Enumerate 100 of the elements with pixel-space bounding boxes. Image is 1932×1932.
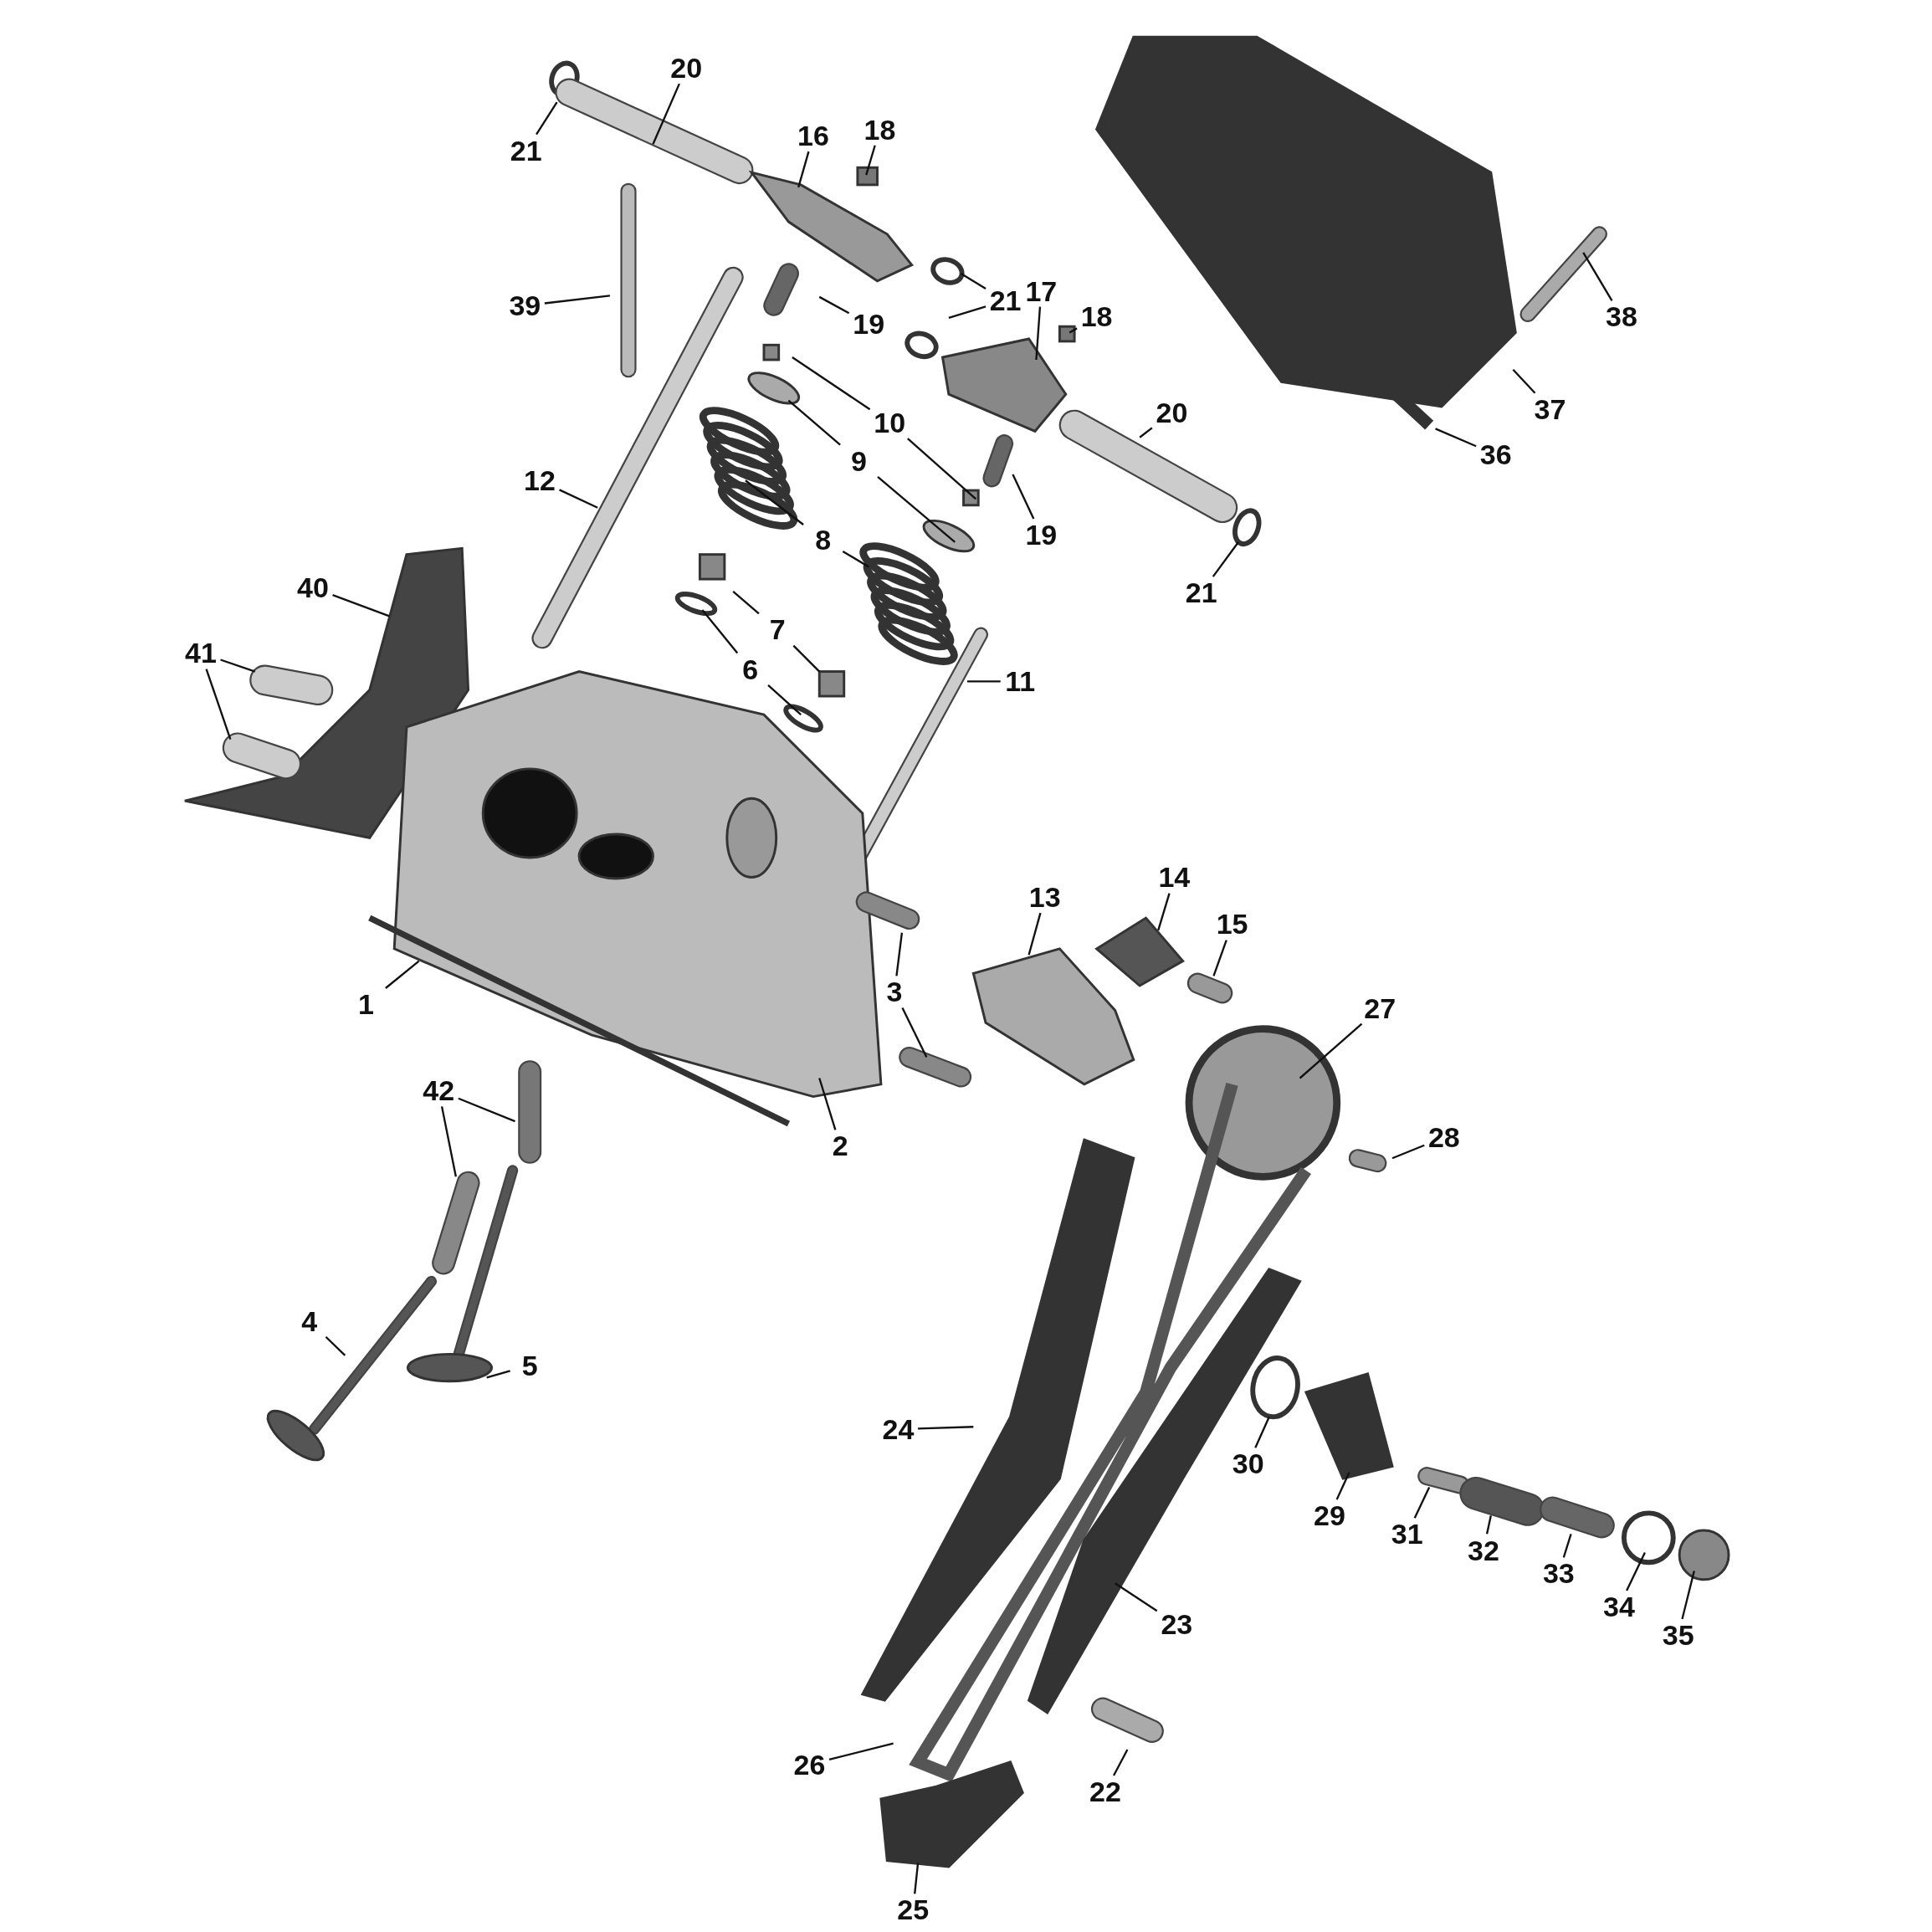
leader-line (767, 684, 802, 715)
leader-line (1512, 368, 1536, 394)
callout-number: 28 (1427, 1123, 1460, 1152)
callout-number: 4 (301, 1306, 318, 1335)
callout-number: 6 (742, 654, 759, 684)
leader-line (1035, 306, 1042, 361)
callout-number: 18 (1080, 302, 1113, 331)
callout-number: 2 (832, 1131, 848, 1161)
callout-number: 29 (1314, 1501, 1345, 1530)
leader-line (1582, 252, 1613, 301)
callout-number: 13 (1028, 883, 1061, 912)
leader-line (842, 551, 869, 568)
leader-line (1562, 1534, 1572, 1558)
leader-line (828, 1742, 894, 1760)
callout-number: 5 (521, 1350, 538, 1380)
callout-number: 1 (357, 990, 374, 1019)
leader-line (1254, 1417, 1270, 1448)
callout-number: 39 (509, 291, 541, 320)
callout-number: 40 (297, 573, 329, 602)
leader-line (652, 83, 680, 145)
leader-line (907, 438, 977, 500)
callout-number: 9 (850, 446, 867, 475)
callout-number: 23 (1161, 1609, 1193, 1638)
leader-line (701, 609, 739, 654)
leader-line (792, 644, 821, 673)
leader-line (818, 1078, 837, 1130)
callout-number: 42 (423, 1076, 455, 1105)
callout-number: 22 (1089, 1777, 1121, 1806)
leader-line (792, 356, 871, 411)
leader-line (1413, 1486, 1431, 1519)
leader-line (458, 1097, 515, 1123)
callout-number: 37 (1534, 394, 1566, 423)
callout-number: 17 (1025, 276, 1058, 305)
leader-line (1212, 940, 1227, 976)
leader-line (440, 1106, 457, 1177)
callout-number: 19 (1025, 520, 1058, 550)
callout-number: 18 (864, 115, 896, 144)
callout-number: 34 (1603, 1592, 1635, 1622)
leader-line (901, 1007, 928, 1058)
leader-line (1335, 1472, 1350, 1500)
leader-line (1435, 428, 1477, 448)
callout-number: 30 (1232, 1449, 1264, 1478)
callout-number: 38 (1606, 302, 1637, 331)
leader-line (536, 101, 558, 136)
callout-number: 14 (1158, 863, 1191, 892)
leader-line (877, 476, 956, 543)
leader-line (1157, 893, 1171, 931)
callout-number: 21 (510, 136, 542, 165)
callout-number: 19 (853, 310, 885, 339)
leader-line (325, 1335, 346, 1356)
leader-line (1139, 427, 1153, 438)
leader-line (961, 272, 986, 290)
leader-line (1391, 1144, 1425, 1160)
leader-line (1115, 1582, 1158, 1612)
leader-line (732, 590, 760, 615)
leader-line (385, 960, 420, 989)
leader-line (486, 1370, 510, 1379)
callout-number: 12 (524, 466, 556, 495)
callout-number: 15 (1216, 910, 1248, 939)
callout-number: 20 (670, 54, 703, 82)
leader-line (559, 489, 598, 509)
callout-number: 3 (886, 977, 903, 1007)
callout-number: 25 (897, 1895, 930, 1924)
callout-number: 20 (1156, 398, 1188, 428)
leader-line (544, 295, 611, 305)
leader-line (1485, 1515, 1492, 1535)
callout-number: 10 (874, 408, 906, 438)
leader-line (1626, 1551, 1646, 1591)
leader-line (205, 669, 232, 740)
callout-number: 35 (1662, 1621, 1694, 1650)
leader-line (1681, 1571, 1695, 1620)
callout-number: 26 (793, 1750, 826, 1779)
callout-number: 11 (1005, 667, 1036, 696)
callout-number: 24 (882, 1415, 915, 1444)
callout-number: 27 (1364, 993, 1396, 1022)
callout-number: 36 (1479, 440, 1512, 469)
leader-line (865, 145, 876, 176)
leader-line (966, 680, 1001, 683)
leader-line (1212, 541, 1239, 577)
callout-number: 8 (815, 525, 832, 554)
leader-line (220, 659, 256, 673)
leader-line (1113, 1749, 1129, 1776)
callout-number: 21 (989, 286, 1022, 315)
leader-line (1027, 912, 1042, 956)
leader-line (1068, 327, 1078, 334)
callout-number: 32 (1468, 1535, 1499, 1565)
leader-line (787, 399, 841, 446)
callout-number: 21 (1185, 578, 1217, 607)
callout-number: 41 (185, 638, 217, 668)
callout-number: 33 (1542, 1559, 1575, 1588)
leader-line (818, 295, 850, 315)
leader-line (918, 1426, 974, 1430)
leader-line (948, 305, 986, 320)
leader-line (332, 594, 390, 618)
callout-number: 7 (769, 615, 786, 644)
leader-line (1299, 1022, 1363, 1079)
callout-number: 31 (1391, 1519, 1423, 1549)
leader-line (1012, 474, 1035, 520)
leader-line (797, 151, 810, 188)
leader-line (895, 932, 904, 976)
